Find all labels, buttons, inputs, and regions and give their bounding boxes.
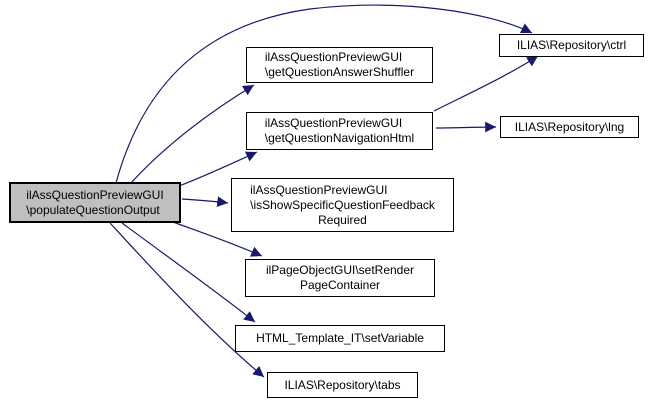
node-label-line: \populateQuestionOutput xyxy=(26,202,160,217)
edge-navigation-to-ctrl xyxy=(433,55,539,112)
node-label-line: \getQuestionNavigationHtml xyxy=(264,131,415,145)
edge-populate-to-set-variable xyxy=(121,222,256,323)
node-label-line: PageContainer xyxy=(299,278,381,292)
node-label: ilAssQuestionPreviewGUI \isShowSpecificQ… xyxy=(250,183,435,228)
node-is-show-specific-question-feedback-required[interactable]: ilAssQuestionPreviewGUI \isShowSpecificQ… xyxy=(231,178,454,232)
node-repository-tabs[interactable]: ILIAS\Repository\tabs xyxy=(267,372,418,398)
node-label-line: ilAssQuestionPreviewGUI xyxy=(264,50,403,64)
node-repository-lng[interactable]: ILIAS\Repository\lng xyxy=(500,116,639,138)
node-label: ILIAS\Repository\lng xyxy=(515,120,624,135)
node-get-question-answer-shuffler[interactable]: ilAssQuestionPreviewGUI \getQuestionAnsw… xyxy=(246,47,433,83)
node-label-line: ilPageObjectGUI\setRender xyxy=(265,263,415,277)
node-label-line: ilAssQuestionPreviewGUI xyxy=(264,116,403,130)
node-repository-ctrl[interactable]: ILIAS\Repository\ctrl xyxy=(499,34,644,57)
edge-populate-to-render-page-container xyxy=(172,221,263,257)
node-label-line: ILIAS\Repository\tabs xyxy=(284,377,401,392)
node-label: ilAssQuestionPreviewGUI \getQuestionNavi… xyxy=(265,116,414,146)
edge-populate-to-navigation-html xyxy=(178,151,258,187)
edge-navigation-to-lng xyxy=(435,121,497,133)
edge-populate-to-answer-shuffler xyxy=(130,84,255,184)
node-set-render-page-container[interactable]: ilPageObjectGUI\setRender PageContainer xyxy=(245,259,435,297)
node-label: ilPageObjectGUI\setRender PageContainer xyxy=(266,263,414,293)
edge-populate-to-tabs xyxy=(109,222,265,378)
node-label-line: \isShowSpecificQuestionFeedback xyxy=(250,197,435,212)
node-get-question-navigation-html[interactable]: ilAssQuestionPreviewGUI \getQuestionNavi… xyxy=(246,112,433,150)
node-label-line: HTML_Template_IT\setVariable xyxy=(256,331,424,345)
node-label-line: ILIAS\Repository\lng xyxy=(514,119,625,134)
node-label: HTML_Template_IT\setVariable xyxy=(256,331,424,346)
edge-populate-to-feedback-required xyxy=(181,196,229,208)
edge-populate-to-ctrl xyxy=(115,4,533,184)
node-label-line: Required xyxy=(318,212,367,227)
node-populate-question-output: ilAssQuestionPreviewGUI \populateQuestio… xyxy=(9,182,181,223)
node-label-line: ilAssQuestionPreviewGUI xyxy=(26,187,164,202)
node-label: ilAssQuestionPreviewGUI \getQuestionAnsw… xyxy=(265,50,414,80)
node-label-line: ilAssQuestionPreviewGUI xyxy=(250,182,388,197)
node-label-line: \getQuestionAnswerShuffler xyxy=(264,65,415,79)
node-label: ilAssQuestionPreviewGUI \populateQuestio… xyxy=(26,188,163,218)
node-set-variable[interactable]: HTML_Template_IT\setVariable xyxy=(235,325,445,352)
node-label: ILIAS\Repository\ctrl xyxy=(517,38,626,53)
node-label-line: ILIAS\Repository\ctrl xyxy=(516,38,627,52)
node-label: ILIAS\Repository\tabs xyxy=(284,378,400,393)
